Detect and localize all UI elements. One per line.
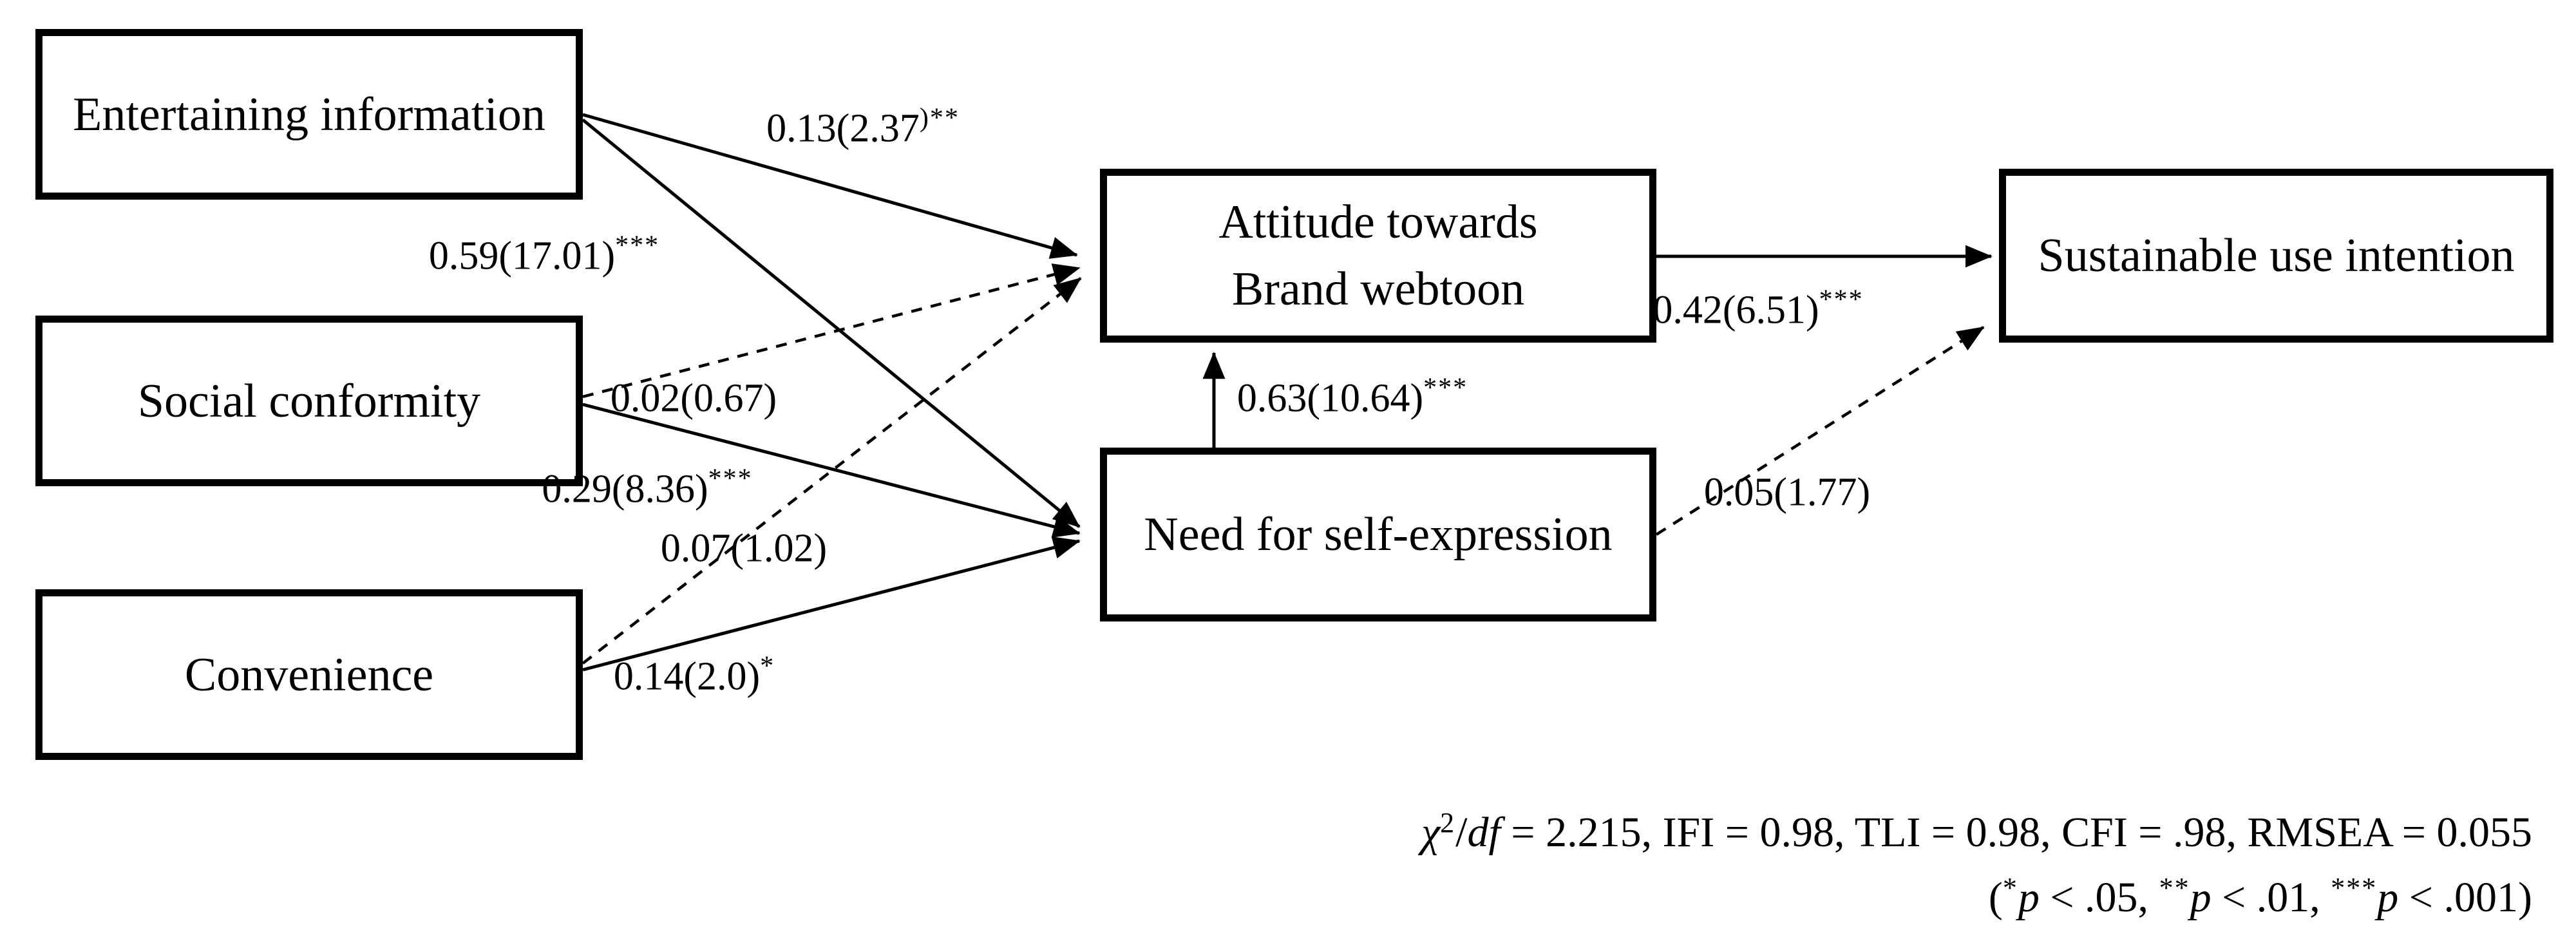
p-threshold: < .01, <box>2211 874 2331 921</box>
node-label: Need for self-expression <box>1144 508 1613 561</box>
coefficient-value: 0.14(2.0) <box>613 654 761 699</box>
significance-stars: *** <box>708 464 753 494</box>
node-social-conformity: Social conformity <box>35 316 583 486</box>
coefficient-value: 0.02(0.67) <box>610 376 777 421</box>
node-need-self-expression: Need for self-expression <box>1100 448 1656 621</box>
node-attitude-brand-webtoon: Attitude towards Brand webtoon <box>1100 169 1656 343</box>
path-coefficient-entertaining-need: 0.59(17.01)*** <box>428 231 660 280</box>
node-label: Convenience <box>184 648 434 701</box>
path-coefficient-convenience-need: 0.14(2.0)* <box>613 651 775 700</box>
node-label: Sustainable use intention <box>2038 229 2515 282</box>
significance-stars: )** <box>919 103 960 133</box>
chi-exponent: 2 <box>1440 807 1456 839</box>
fit-indices-text: = 2.215, IFI = 0.98, TLI = 0.98, CFI = .… <box>1500 809 2532 856</box>
coefficient-value: 0.42(6.51) <box>1653 288 1819 332</box>
path-coefficient-convenience-attitude: 0.07(1.02) <box>661 526 827 572</box>
fit-statistics-line-1: χ2/df = 2.215, IFI = 0.98, TLI = 0.98, C… <box>1421 802 2532 867</box>
path-coefficient-need-sustainable: 0.05(1.77) <box>1704 470 1870 516</box>
coefficient-value: 0.29(8.36) <box>542 467 708 511</box>
significance-stars: *** <box>615 231 660 261</box>
fit-statistics-line-2: (*p < .05, **p < .01, ***p < .001) <box>1421 867 2532 933</box>
path-coefficient-social-attitude: 0.02(0.67) <box>611 376 777 422</box>
node-convenience: Convenience <box>35 589 583 760</box>
coefficient-value: 0.07(1.02) <box>660 526 828 571</box>
significance-stars: ** <box>2159 872 2190 904</box>
significance-stars: *** <box>1423 373 1468 403</box>
node-sustainable-use-intention: Sustainable use intention <box>1999 169 2553 343</box>
p-symbol: p <box>2377 874 2399 921</box>
path-coefficient-social-need: 0.29(8.36)*** <box>542 464 753 513</box>
p-symbol: p <box>2190 874 2211 921</box>
significance-stars: * <box>760 651 775 681</box>
arrow-convenience-to-need <box>582 536 1081 672</box>
open-paren: ( <box>1988 874 2003 921</box>
p-threshold: < .001) <box>2398 874 2532 921</box>
chi-symbol: χ <box>1421 809 1441 856</box>
coefficient-value: 0.05(1.77) <box>1703 470 1871 515</box>
slash: / <box>1455 809 1468 856</box>
df-symbol: df <box>1467 809 1501 856</box>
coefficient-value: 0.59(17.01) <box>428 234 616 278</box>
p-symbol: p <box>2018 874 2040 921</box>
node-label-line1: Attitude towards <box>1218 196 1538 249</box>
node-entertaining-information: Entertaining information <box>35 29 583 200</box>
significance-stars: * <box>2002 872 2018 904</box>
p-threshold: < .05, <box>2039 874 2159 921</box>
significance-stars: *** <box>1819 285 1864 315</box>
coefficient-value: 0.63(10.64) <box>1236 376 1424 421</box>
node-label: Social conformity <box>137 374 481 428</box>
path-coefficient-attitude-sustainable: 0.42(6.51)*** <box>1653 285 1864 334</box>
path-coefficient-entertaining-attitude: 0.13(2.37)** <box>766 103 960 152</box>
fit-statistics: χ2/df = 2.215, IFI = 0.98, TLI = 0.98, C… <box>1421 802 2532 933</box>
arrow-entertaining-to-need <box>582 118 1081 528</box>
node-label-line2: Brand webtoon <box>1231 263 1525 316</box>
coefficient-value: 0.13(2.37 <box>766 106 920 151</box>
significance-stars: *** <box>2331 872 2378 904</box>
path-coefficient-need-attitude: 0.63(10.64)*** <box>1236 373 1468 422</box>
node-label: Entertaining information <box>73 88 545 141</box>
